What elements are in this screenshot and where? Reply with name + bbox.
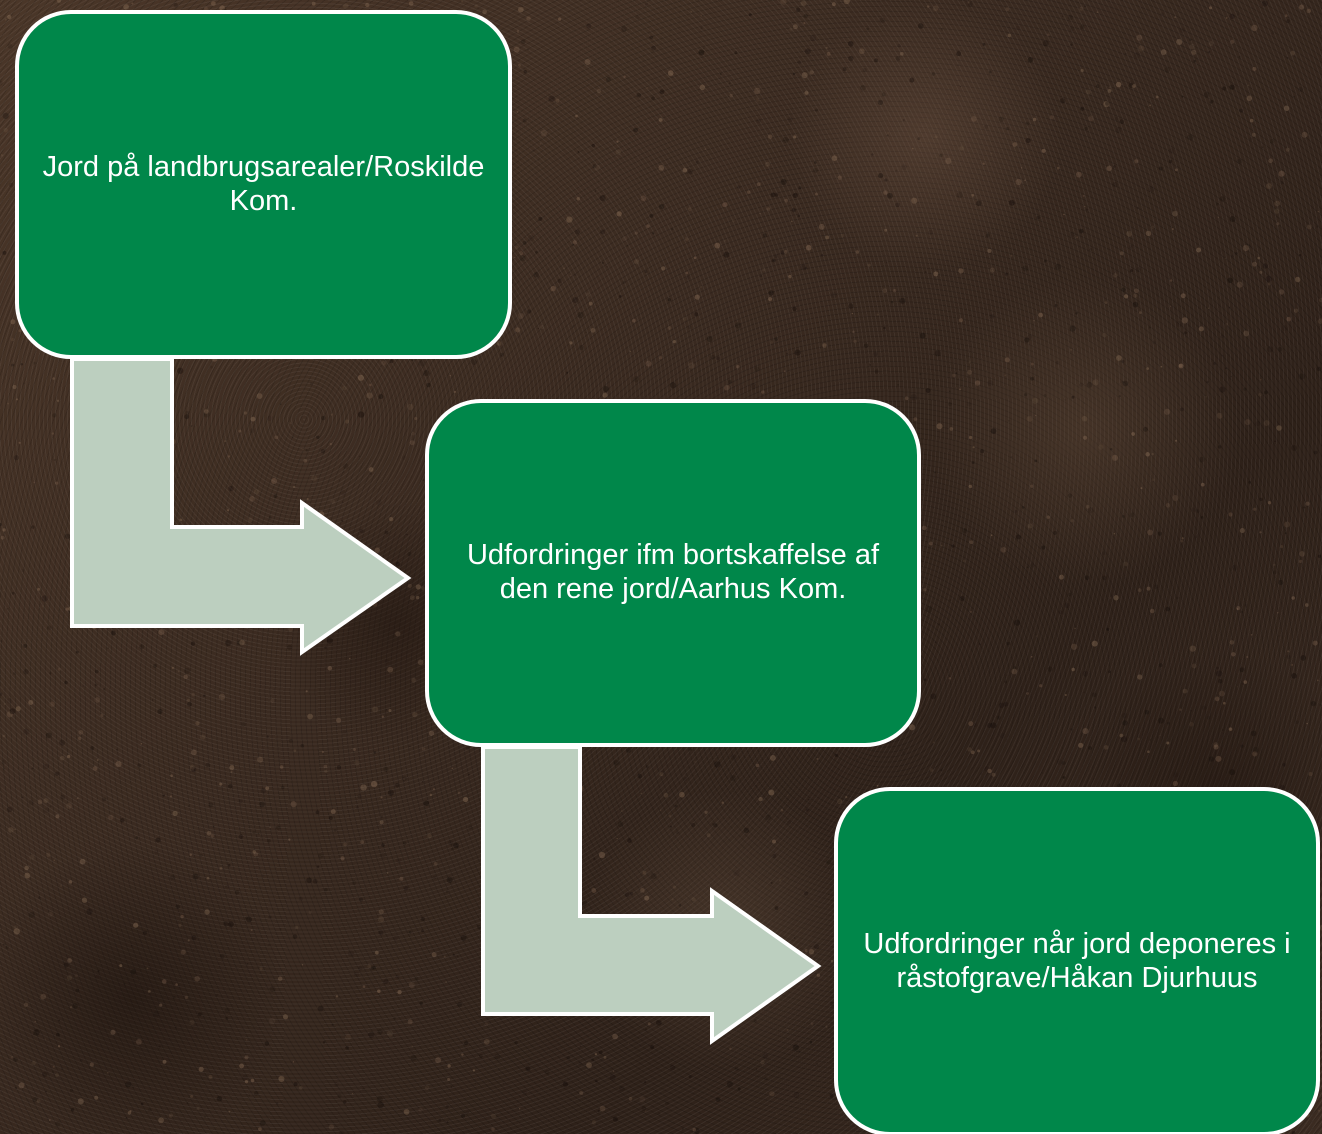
process-step-2-label: Udfordringer ifm bortskaffelse af den re… xyxy=(466,539,880,605)
process-step-3-label: Udfordringer når jord deponeres i råstof… xyxy=(863,927,1291,994)
process-step-3: Udfordringer når jord deponeres i råstof… xyxy=(834,787,1320,1134)
process-step-1-label: Jord på landbrugsarealer/Roskilde Kom. xyxy=(42,150,485,217)
process-step-1: Jord på landbrugsarealer/Roskilde Kom. xyxy=(15,10,512,359)
process-step-2: Udfordringer ifm bortskaffelse af den re… xyxy=(425,399,921,747)
bent-arrow-1-to-2 xyxy=(70,357,412,656)
bent-arrow-2-to-3 xyxy=(481,745,822,1045)
